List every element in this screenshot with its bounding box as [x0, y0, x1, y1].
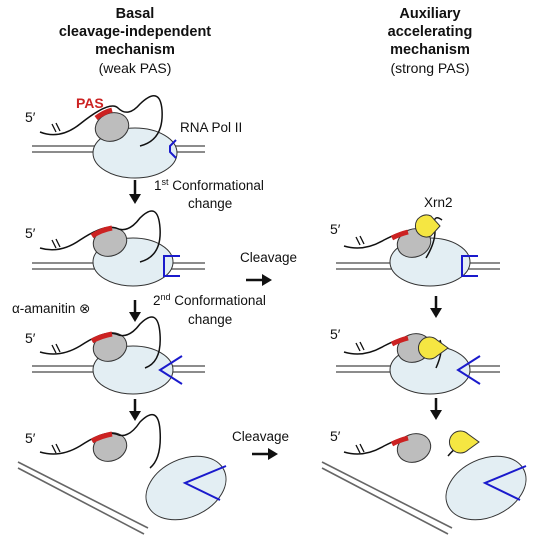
left-step-2-complex: 5′	[25, 210, 205, 287]
active-site-icon	[461, 255, 478, 277]
five-prime-label: 5′	[25, 430, 36, 446]
arrow-down-icon	[430, 296, 442, 318]
left-header-line2: cleavage-independent	[59, 24, 211, 40]
active-site-icon	[182, 465, 227, 501]
cleavage-label: Cleavage	[232, 429, 289, 444]
first-conformational-change-label: 1st Conformational change	[154, 177, 264, 211]
left-step-4-released: 5′	[17, 413, 227, 535]
xrn2-label: Xrn2	[424, 195, 453, 210]
second-change-line2: change	[188, 312, 232, 327]
rna-transcript	[39, 95, 163, 147]
rna-transcript	[39, 316, 161, 369]
five-prime-label: 5′	[330, 326, 341, 342]
active-site-icon	[456, 355, 481, 385]
pas-segment	[390, 229, 409, 241]
cleavage-arrow-bottom: Cleavage	[232, 429, 289, 460]
active-site-icon	[163, 255, 180, 277]
pas-segment	[390, 335, 409, 347]
five-prime-label: 5′	[25, 330, 36, 346]
xrn2-pacman-icon	[449, 430, 480, 454]
factor-ellipse	[396, 433, 432, 463]
first-change-line2: change	[188, 196, 232, 211]
rna-pol-ii-label: RNA Pol II	[180, 120, 242, 135]
pas-label: PAS	[76, 95, 104, 111]
pas-segment	[90, 225, 113, 239]
alpha-amanitin-label: α-amanitin ⊗	[12, 301, 90, 316]
five-prime-label: 5′	[330, 221, 341, 237]
five-prime-label: 5′	[25, 109, 36, 125]
left-step-1-complex: 5′ PAS RNA Pol II	[25, 95, 242, 179]
right-column-header: Auxiliary accelerating mechanism (strong…	[388, 6, 473, 76]
right-step-1-complex: 5′ Xrn2	[330, 195, 500, 287]
svg-text:1st Conformational: 1st Conformational	[154, 177, 264, 193]
arrow-down-icon	[129, 399, 141, 421]
rna-transcript	[39, 210, 161, 263]
pas-segment	[94, 107, 113, 121]
pas-segment	[90, 431, 113, 444]
xrn2-pacman-icon	[418, 336, 449, 360]
active-site-icon	[169, 139, 177, 159]
dna-strand	[321, 461, 453, 529]
right-step-3-released: 5′	[321, 428, 527, 535]
rna-transcript	[39, 413, 162, 469]
right-header-line2: accelerating	[388, 24, 473, 40]
rna-pol-ii-body	[145, 455, 227, 521]
strand-break-mark	[55, 122, 61, 132]
arrow-down-icon	[430, 398, 442, 420]
left-column-header: Basal cleavage-independent mechanism (we…	[59, 6, 211, 76]
right-header-note: (strong PAS)	[390, 60, 469, 76]
right-header-line1: Auxiliary	[399, 6, 460, 22]
five-prime-label: 5′	[330, 428, 341, 444]
left-header-line1: Basal	[116, 6, 155, 22]
right-header-line3: mechanism	[390, 42, 470, 58]
right-step-2-complex: 5′	[330, 326, 500, 395]
cleavage-arrow-top: Cleavage	[240, 250, 297, 286]
strand-break-mark	[51, 123, 57, 133]
left-step-3-complex: 5′	[25, 316, 205, 395]
second-conformational-change-label: 2nd Conformational change	[153, 292, 266, 327]
active-site-icon	[158, 355, 183, 385]
pas-segment	[390, 435, 409, 447]
five-prime-label: 5′	[25, 225, 36, 241]
pas-segment	[90, 331, 113, 344]
dna-strand	[17, 467, 145, 535]
rna-pol-ii-body	[445, 455, 527, 521]
arrow-down-icon	[129, 180, 141, 204]
dna-strand	[17, 461, 149, 529]
active-site-icon	[482, 465, 527, 501]
cleavage-label: Cleavage	[240, 250, 297, 265]
left-header-note: (weak PAS)	[99, 60, 172, 76]
dna-strand	[321, 467, 449, 535]
arrow-down-icon	[129, 300, 141, 322]
left-header-line3: mechanism	[95, 42, 175, 58]
xrn2-pacman-icon	[414, 214, 441, 238]
svg-text:2nd Conformational: 2nd Conformational	[153, 292, 266, 308]
